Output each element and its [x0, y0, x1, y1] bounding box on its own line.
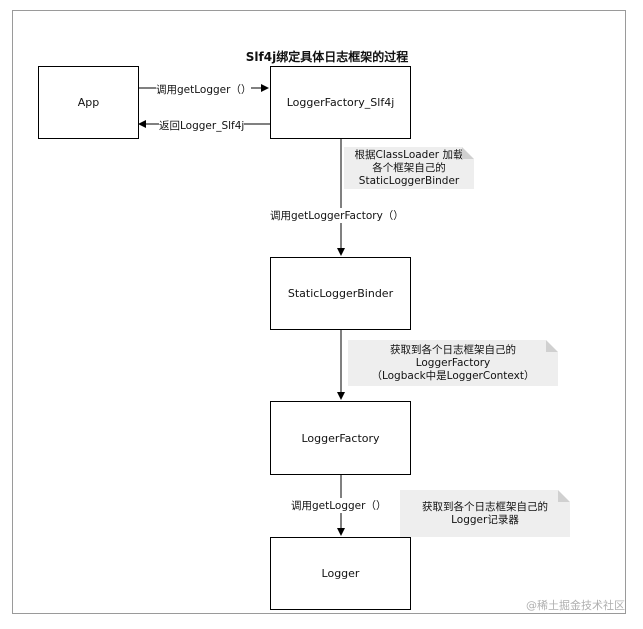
- note-classloader: 根据ClassLoader 加载 各个框架自己的 StaticLoggerBin…: [344, 147, 474, 189]
- edge-label-get-logger-2: 调用getLogger（）: [291, 498, 387, 513]
- note-logger-factory: 获取到各个日志框架自己的 LoggerFactory （Logback中是Log…: [348, 340, 558, 386]
- node-static-logger-binder: StaticLoggerBinder: [270, 257, 411, 330]
- node-logger: Logger: [270, 537, 411, 610]
- note-logger-line-1: 获取到各个日志框架自己的: [422, 500, 548, 513]
- node-logger-factory-slf4j: LoggerFactory_Slf4j: [270, 66, 411, 139]
- note-logger-factory-line-1: 获取到各个日志框架自己的: [390, 343, 516, 356]
- note-classloader-line-3: StaticLoggerBinder: [358, 174, 460, 187]
- node-logger-factory: LoggerFactory: [270, 401, 411, 475]
- note-logger-factory-line-2: LoggerFactory: [415, 356, 491, 369]
- note-logger-line-2: Logger记录器: [451, 513, 519, 526]
- note-logger-factory-line-3: （Logback中是LoggerContext）: [371, 369, 535, 382]
- node-app: App: [38, 66, 139, 139]
- note-classloader-line-1: 根据ClassLoader 加载: [354, 148, 464, 161]
- diagram-title: Slf4j绑定具体日志框架的过程: [245, 50, 409, 64]
- note-logger-factory-fold: [546, 340, 558, 352]
- note-classloader-fold: [462, 147, 474, 159]
- edge-label-return-logger: 返回Logger_Slf4j: [159, 118, 245, 133]
- watermark: @稀土掘金技术社区: [526, 599, 625, 612]
- note-logger-fold: [558, 490, 570, 502]
- edge-label-get-logger-1: 调用getLogger（）: [156, 82, 252, 97]
- edge-label-get-logger-factory: 调用getLoggerFactory（）: [270, 208, 404, 223]
- note-classloader-line-2: 各个框架自己的: [372, 161, 446, 174]
- note-logger: 获取到各个日志框架自己的 Logger记录器: [400, 490, 570, 537]
